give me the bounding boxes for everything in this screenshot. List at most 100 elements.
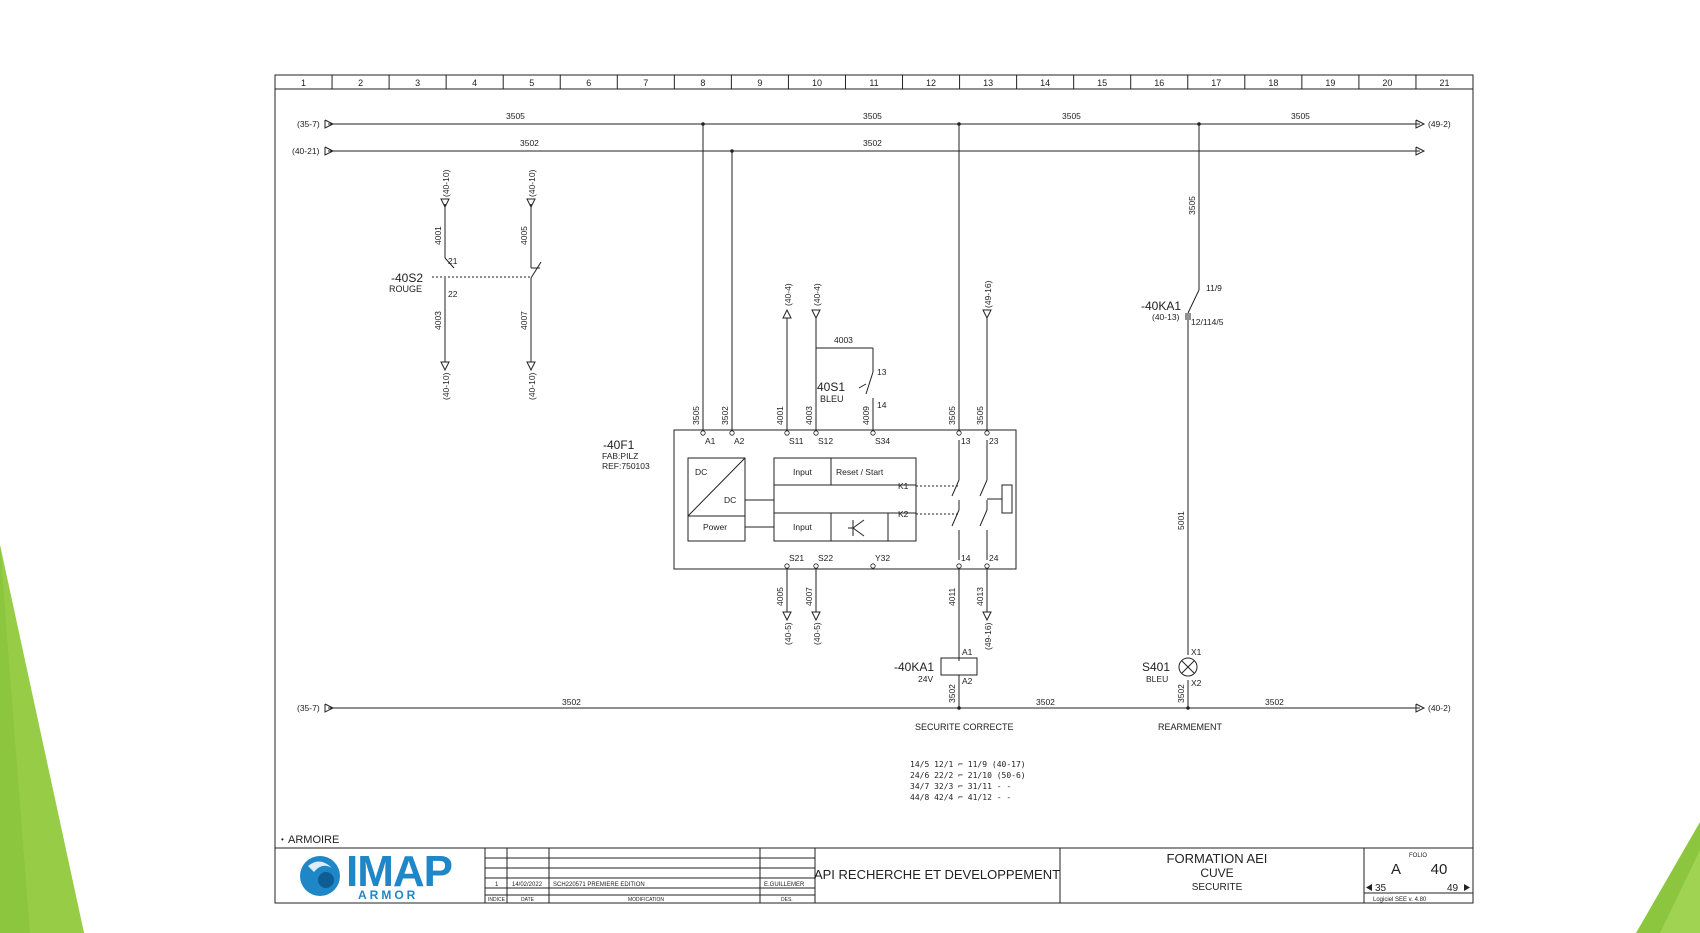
ka1-coil-a1: A1 — [962, 647, 973, 657]
folio-number: 40 — [1431, 861, 1448, 878]
f1-terminal: Y32 — [875, 553, 890, 563]
column-number: 16 — [1154, 78, 1164, 88]
f1-input1: Input — [793, 467, 813, 477]
hdr-modification: MODIFICATION — [628, 897, 664, 903]
rail3-left-ref: (35-7) — [297, 703, 320, 713]
column-number: 1 — [301, 78, 306, 88]
rail1-label: 3505 — [863, 111, 882, 121]
contact-table: 14/5 12/1 ⌐ 11/9 (40-17) 24/6 22/2 ⌐ 21/… — [910, 760, 1026, 802]
f1-ref-bot: (40-5) — [812, 622, 822, 645]
f1-terminal: 23 — [989, 436, 999, 446]
s401-tag: S401 — [1142, 660, 1170, 674]
f1-wire-top: 3505 — [691, 406, 701, 425]
ka1-coil-wire: 3502 — [947, 684, 957, 703]
f1-safety-relay: 3505 3502 4001 4003 4009 3505 3505 A1 A2… — [602, 122, 1017, 661]
f1-terminal: S21 — [789, 553, 804, 563]
title-block: IMAP ARMOR 1 14/02/2022 SCH220571 PREMIE… — [275, 847, 1473, 903]
f1-wire-top: 4003 — [804, 406, 814, 425]
rail3-label: 3502 — [1265, 697, 1284, 707]
f1-dc-in: DC — [695, 467, 707, 477]
folio-next-icon[interactable] — [1464, 884, 1470, 891]
ka1-contact-top: 11/9 — [1206, 283, 1222, 293]
s2-wire-b-top: 4005 — [519, 226, 529, 245]
f1-wire-bot: 4005 — [775, 587, 785, 606]
folio-label: FOLIO — [1409, 853, 1427, 859]
folio-prev-icon[interactable] — [1366, 884, 1372, 891]
contact-table-row: 34/7 32/3 ⌐ 31/11 - - — [910, 782, 1011, 791]
project-line2: CUVE — [1200, 866, 1233, 880]
rail2-left-ref: (40-21) — [292, 146, 320, 156]
rail1-label: 3505 — [506, 111, 525, 121]
logo-sub: ARMOR — [358, 888, 418, 902]
s2-contact-top: 21 — [448, 256, 458, 266]
f1-terminal: S11 — [789, 436, 804, 446]
hdr-indice: INDICE — [488, 897, 506, 903]
s2-wire-b-bot: 4007 — [519, 311, 529, 330]
s1-contact-bot: 14 — [877, 400, 887, 410]
column-number: 15 — [1097, 78, 1107, 88]
decor-left-triangle-shade — [0, 545, 84, 933]
ka1-contact-wire: 3505 — [1187, 196, 1197, 215]
s2-color: ROUGE — [389, 284, 422, 294]
ka1-contact-ref: (40-13) — [1152, 312, 1180, 322]
f1-wire-top: 4009 — [861, 406, 871, 425]
s2-tag: -40S2 — [391, 271, 423, 285]
armoire-label: ARMOIRE — [288, 834, 339, 846]
column-number: 4 — [472, 78, 477, 88]
f1-wire-top: 3505 — [975, 406, 985, 425]
project-line3: SECURITE — [1192, 882, 1243, 893]
power-rails — [324, 119, 1426, 713]
column-number: 21 — [1439, 78, 1449, 88]
armoire-dot: • — [281, 835, 284, 844]
s1-wire-top: 4003 — [834, 335, 853, 345]
ka1-contact-wire-bot: 5001 — [1176, 511, 1186, 530]
s2-contact-bot: 22 — [448, 289, 458, 299]
contact-table-row: 24/6 22/2 ⌐ 21/10 (50-6) — [910, 771, 1026, 780]
column-number: 9 — [757, 78, 762, 88]
f1-terminal: 13 — [961, 436, 971, 446]
column-number: 10 — [812, 78, 822, 88]
s1-ref-a: (40-4) — [783, 283, 793, 306]
project-line1: FORMATION AEI — [1167, 851, 1268, 866]
folio-next[interactable]: 49 — [1447, 883, 1459, 894]
rail1-label: 3505 — [1062, 111, 1081, 121]
column-number: 2 — [358, 78, 363, 88]
rail1-left-ref: (35-7) — [297, 119, 320, 129]
f1-wire-top: 3502 — [720, 406, 730, 425]
rail2-label: 3502 — [520, 138, 539, 148]
logo: IMAP ARMOR — [300, 847, 453, 902]
f1-ref-top-right: (49-16) — [983, 280, 993, 308]
ka1-contact-bot: 12/114/5 — [1191, 317, 1224, 327]
s401-wire: 3502 — [1176, 684, 1186, 703]
f1-wire-bot: 4013 — [975, 587, 985, 606]
hdr-des: DES. — [781, 897, 793, 903]
ka1-contact-tag: -40KA1 — [1141, 299, 1181, 313]
ka1-contact: 3505 11/9 12/114/5 -40KA1 (40-13) 5001 S… — [1141, 122, 1224, 732]
ka1-coil-voltage: 24V — [918, 674, 933, 684]
column-number: 19 — [1325, 78, 1335, 88]
f1-reset: Reset / Start — [836, 467, 884, 477]
s2-wire-a-top: 4001 — [433, 226, 443, 245]
f1-ref-bot: (40-5) — [783, 622, 793, 645]
s401-x1: X1 — [1191, 647, 1202, 657]
s2-ref-bot-a: (40-10) — [441, 372, 451, 400]
column-number: 8 — [700, 78, 705, 88]
s1-ref-b: (40-4) — [812, 283, 822, 306]
s401-color: BLEU — [1146, 674, 1168, 684]
s2-ref-bot-b: (40-10) — [527, 372, 537, 400]
f1-tag: -40F1 — [603, 438, 635, 452]
f1-dc-out: DC — [724, 495, 736, 505]
f1-terminal: 24 — [989, 553, 999, 563]
column-number: 13 — [983, 78, 993, 88]
rail1-right-ref: (49-2) — [1428, 119, 1451, 129]
s1-contact-top: 13 — [877, 367, 887, 377]
folio-prev[interactable]: 35 — [1375, 883, 1387, 894]
contact-table-row: 44/8 42/4 ⌐ 41/12 - - — [910, 793, 1011, 802]
s2-estop: (40-10) (40-10) (40-10) (40-10) 4001 400… — [389, 169, 542, 400]
decor-right-triangle-shade — [1660, 850, 1700, 933]
f1-ref: REF:750103 — [602, 461, 650, 471]
s401-caption: REARMEMENT — [1158, 722, 1223, 732]
f1-wire-bot: 4007 — [804, 587, 814, 606]
column-number: 5 — [529, 78, 534, 88]
